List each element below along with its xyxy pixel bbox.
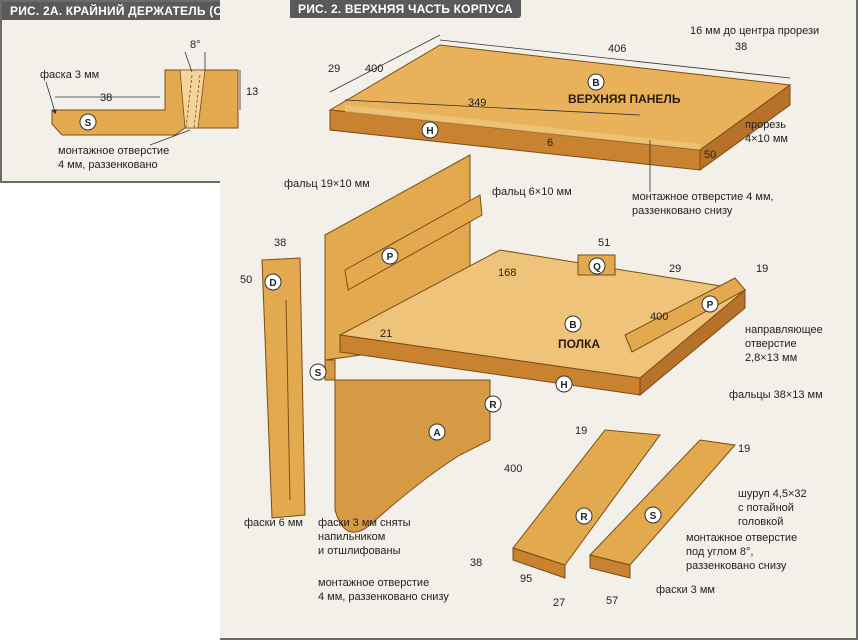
chamfer-3-note: фаски 3 мм xyxy=(656,584,715,596)
dim-95: 95 xyxy=(520,573,532,585)
shelf-part-p1: P xyxy=(387,252,394,263)
top-panel-part-b-marker xyxy=(587,73,605,91)
rail-part-r: R xyxy=(580,512,588,523)
screw-note-1: шуруп 4,5×32 xyxy=(738,488,807,500)
rabbet-19: фальц 19×10 мм xyxy=(284,178,370,190)
guide-note-1: направляющее xyxy=(745,324,823,336)
shelf-part-q: Q xyxy=(593,262,601,273)
top-panel-part-h: H xyxy=(426,126,433,137)
dim-349: 349 xyxy=(468,97,486,109)
top-panel-label: ВЕРХНЯЯ ПАНЕЛЬ xyxy=(568,92,681,106)
top-panel-part-b: B xyxy=(592,78,599,89)
shelf-part-b-marker xyxy=(564,315,582,333)
dim-400-r: 400 xyxy=(504,463,522,475)
shelf-part-p1-marker xyxy=(381,247,399,265)
bottom-hole-note-2: 4 мм, раззенковано снизу xyxy=(318,591,449,603)
rail-part-s-marker xyxy=(644,506,662,524)
dim-19-r: 19 xyxy=(575,425,587,437)
dim-50-top: 50 xyxy=(704,149,716,161)
fig2a-part-s: S xyxy=(85,118,92,129)
dim-50-d: 50 xyxy=(240,274,252,286)
dim-51: 51 xyxy=(598,237,610,249)
dim-400-shelf: 400 xyxy=(650,311,668,323)
top-panel-part-h-marker xyxy=(421,121,439,139)
shelf-part-h: H xyxy=(560,380,567,391)
shelf-label: ПОЛКА xyxy=(558,337,600,351)
screw-note-2: с потайной xyxy=(738,502,794,514)
shelf-part-h-marker xyxy=(555,375,573,393)
guide-note-2: отверстие xyxy=(745,338,797,350)
rail-part-s: S xyxy=(650,511,657,522)
shelf-part-p2-marker xyxy=(701,295,719,313)
dim-406: 406 xyxy=(608,43,626,55)
dim-38-top: 38 xyxy=(735,41,747,53)
dim-38-d: 38 xyxy=(274,237,286,249)
dim-21: 21 xyxy=(380,328,392,340)
dim-38-low: 38 xyxy=(470,557,482,569)
chamfer-file-note-3: и отшлифованы xyxy=(318,545,401,557)
mount-hole-note-1: монтажное отверстие 4 мм, xyxy=(632,191,774,203)
rabbet-6: фальц 6×10 мм xyxy=(492,186,572,198)
part-d: D xyxy=(269,278,276,289)
shelf-part-b: B xyxy=(569,320,576,331)
mount-hole-note-2: раззенковано снизу xyxy=(632,205,733,217)
rail-s-drawing xyxy=(589,439,736,579)
slot-center-note: 16 мм до центра прорези xyxy=(690,25,819,37)
shelf-part-r-marker xyxy=(484,395,502,413)
dim-168: 168 xyxy=(498,267,516,279)
fig2-title: РИС. 2. ВЕРХНЯЯ ЧАСТЬ КОРПУСА xyxy=(290,0,521,18)
dim-19-s: 19 xyxy=(738,443,750,455)
angle-hole-note-2: под углом 8°, xyxy=(686,546,753,558)
part-d-marker xyxy=(264,273,282,291)
fig2a-part-s-marker xyxy=(79,113,97,131)
fig2a-angle: 8° xyxy=(190,39,201,51)
dim-57: 57 xyxy=(606,595,618,607)
rail-part-r-marker xyxy=(575,507,593,525)
fig2a-hole-note-1: монтажное отверстие xyxy=(58,145,169,157)
rabbets-38: фальцы 38×13 мм xyxy=(729,389,823,401)
dim-29-shelf: 29 xyxy=(669,263,681,275)
fig2a-title: РИС. 2А. КРАЙНИЙ ДЕРЖАТЕЛЬ (СЕЧЕНИЕ) xyxy=(2,2,286,20)
shelf-part-r: R xyxy=(489,400,497,411)
screw-note-3: головкой xyxy=(738,516,783,528)
chamfer-file-note-1: фаски 3 мм сняты xyxy=(318,517,411,529)
fig2a-section-drawing xyxy=(51,69,239,136)
shelf-part-s: S xyxy=(315,368,322,379)
dim-6: 6 xyxy=(547,137,553,149)
dim-29-top: 29 xyxy=(328,63,340,75)
slot-note-1: прорезь xyxy=(745,119,786,131)
fig2a-dim-38: 38 xyxy=(100,92,112,104)
angle-hole-note-3: раззенковано снизу xyxy=(686,560,787,572)
fig2a-chamfer: фаска 3 мм xyxy=(40,69,99,81)
fig2a-dim-13: 13 xyxy=(246,86,258,98)
top-panel-drawing xyxy=(328,44,792,171)
part-a: A xyxy=(433,428,440,439)
part-a-marker xyxy=(428,423,446,441)
chamfer-file-note-2: напильником xyxy=(318,531,385,543)
shelf-part-s-marker xyxy=(309,363,327,381)
chamfer-6: фаски 6 мм xyxy=(244,517,303,529)
shelf-part-p2: P xyxy=(707,300,714,311)
dim-19-shelf: 19 xyxy=(756,263,768,275)
guide-note-3: 2,8×13 мм xyxy=(745,352,797,364)
fig2a-hole-note-2: 4 мм, раззенковано xyxy=(58,159,158,171)
part-d-drawing xyxy=(261,257,306,519)
shelf-part-q-marker xyxy=(588,257,606,275)
bottom-hole-note-1: монтажное отверстие xyxy=(318,577,429,589)
dim-27: 27 xyxy=(553,597,565,609)
angle-hole-note-1: монтажное отверстие xyxy=(686,532,797,544)
rail-r-drawing xyxy=(512,429,661,579)
slot-note-2: 4×10 мм xyxy=(745,133,788,145)
